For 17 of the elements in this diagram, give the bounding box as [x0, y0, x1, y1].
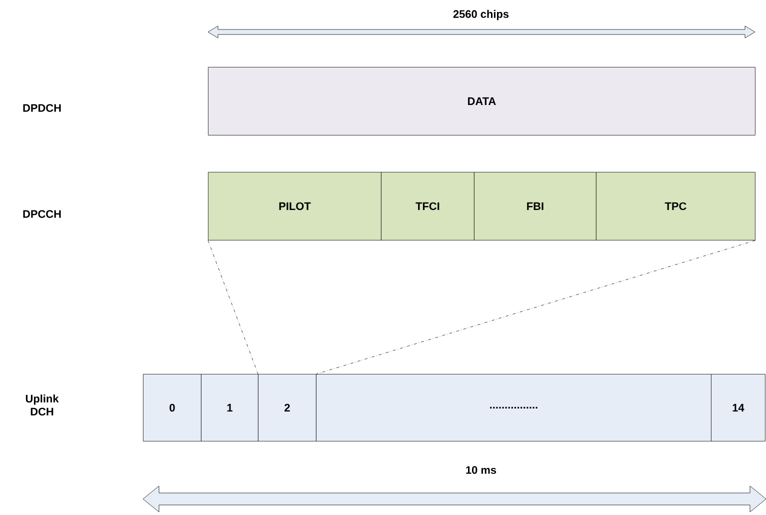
slot-box: 1: [201, 374, 258, 442]
channel-label: Uplink DCH: [26, 394, 59, 416]
node-label: 14: [732, 404, 744, 412]
channel-label: DPDCH: [23, 104, 61, 112]
zoom-line: [208, 240, 258, 374]
slot-field-box: PILOT: [208, 172, 382, 240]
slot-box: 2: [258, 374, 316, 442]
zoom-line: [316, 240, 756, 374]
dimension-label: 10 ms: [466, 466, 496, 474]
channel-label: DPCCH: [23, 210, 61, 218]
slot-box: 14: [711, 374, 766, 442]
dimension-label: 2560 chips: [453, 10, 509, 20]
slot-box: 0: [143, 374, 202, 442]
slot-field-box: TPC: [596, 172, 756, 240]
data-field-box: DATA: [208, 66, 756, 136]
slot-field-box: FBI: [474, 172, 596, 240]
slot-field-box: TFCI: [381, 172, 474, 240]
